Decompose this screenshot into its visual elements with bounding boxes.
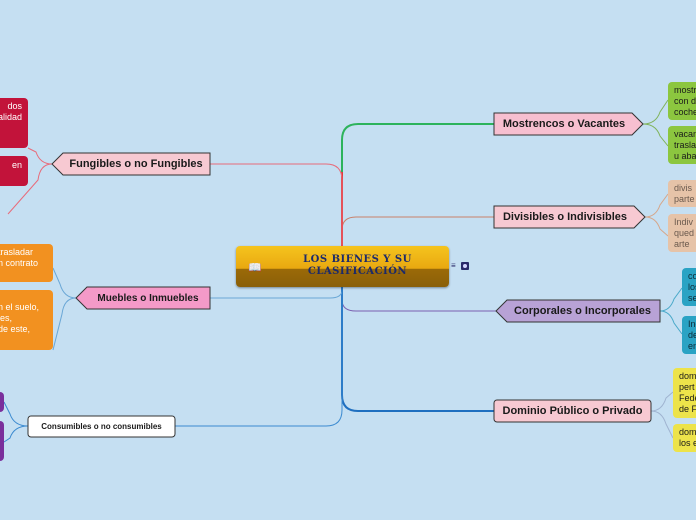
leaf-divisibles-1[interactable]: divis parte [668,180,696,207]
leaf-fungibles-1[interactable]: dos alidad [0,98,28,148]
branch-shape-mostrencos [493,112,644,136]
link-consumibles [175,287,343,427]
link-dominio [341,287,496,412]
leaf-muebles-1[interactable]: trasladar n contrato [0,244,53,282]
leaf-consumibles-1[interactable] [0,392,4,412]
branch-shape-dominio [493,399,652,423]
link-corporales [341,287,496,312]
branch-shape-corporales [495,299,661,323]
branch-divisibles[interactable]: Divisibles o Indivisibles [502,211,628,223]
central-topic-title: LOS BIENES Y SU CLASIFICACIÓN [303,254,412,277]
branch-corporales[interactable]: Corporales o Incorporales [514,305,651,317]
branch-shape-muebles [75,286,211,310]
leaf-fungibles-2[interactable]: en [0,156,28,186]
branch-fungibles[interactable]: Fungibles o no Fungibles [69,158,203,170]
branch-shape-fungibles [51,152,211,176]
leaf-corporales-2[interactable]: Inc de en [682,316,696,354]
attachment-icon[interactable] [461,262,469,270]
central-topic[interactable]: 📖 LOS BIENES Y SU CLASIFICACIÓN [236,246,449,287]
link-muebles [210,287,343,299]
link-mostrencos [341,123,496,246]
branch-muebles[interactable]: Muebles o Inmuebles [97,292,199,304]
link-fungibles [210,163,343,246]
leaf-divisibles-2[interactable]: Indiv qued arte [668,214,696,252]
book-icon: 📖 [248,262,262,274]
branch-dominio[interactable]: Dominio Público o Privado [502,405,643,417]
leaf-dominio-2[interactable]: dom los e [673,424,696,452]
leaf-mostrencos-2[interactable]: vacan trasla u aba [668,126,696,164]
leaf-dominio-1[interactable]: dom pert Fede de F [673,368,696,418]
notes-icon[interactable]: ≡ [451,261,456,270]
link-divisibles [341,216,496,246]
leaf-corporales-1[interactable]: co los se [682,268,696,306]
leaf-muebles-2[interactable]: n el suelo, les, de este, [0,290,53,350]
leaf-consumibles-2[interactable] [0,421,4,461]
branch-shape-divisibles [493,205,646,229]
branch-mostrencos[interactable]: Mostrencos o Vacantes [502,118,626,130]
branch-shape-consumibles [27,415,176,438]
leaf-mostrencos-1[interactable]: mostr con d coche [668,82,696,120]
branch-consumibles[interactable]: Consumibles o no consumibles [41,422,162,431]
